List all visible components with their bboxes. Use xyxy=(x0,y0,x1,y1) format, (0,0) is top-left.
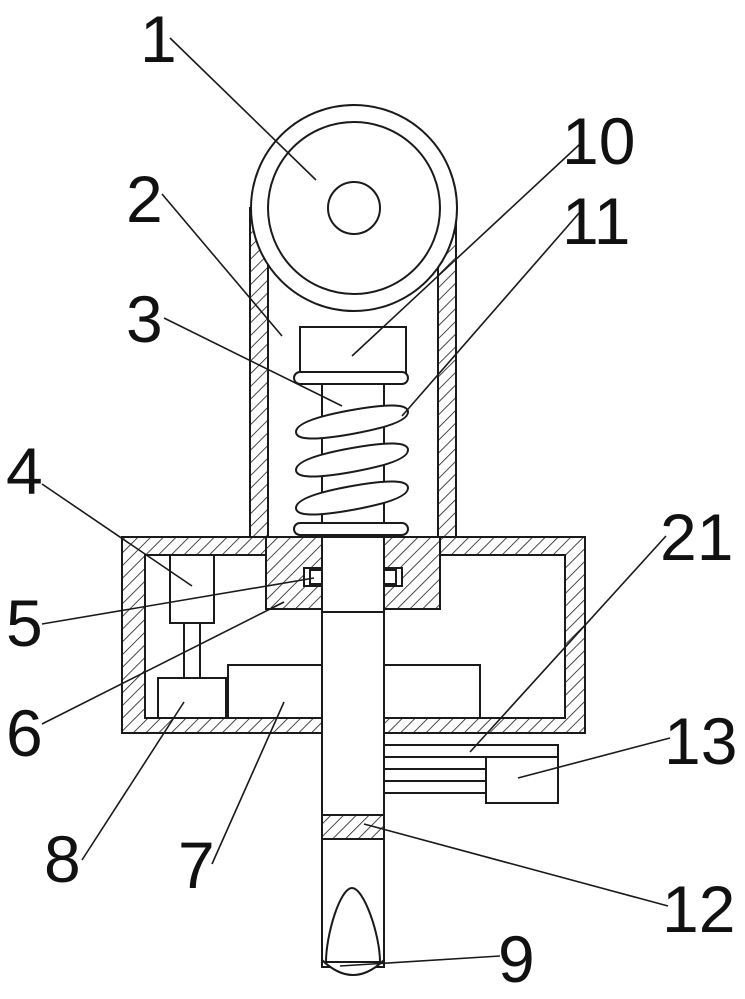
pin-right xyxy=(384,570,396,584)
plate-7-right xyxy=(384,665,480,718)
callout-4: 4 xyxy=(6,434,43,508)
callout-3: 3 xyxy=(126,282,163,356)
callout-11: 11 xyxy=(562,184,631,258)
roller-assembly xyxy=(251,105,457,311)
pin-left xyxy=(310,570,322,584)
callout-6: 6 xyxy=(6,696,43,770)
rod-through-block xyxy=(322,537,384,612)
roller-axle xyxy=(328,182,380,234)
bracket-21-low xyxy=(384,769,486,781)
callout-21: 21 xyxy=(660,500,733,574)
callout-5: 5 xyxy=(6,586,43,660)
base-block-8 xyxy=(158,678,226,718)
callout-12: 12 xyxy=(662,872,735,946)
callout-10: 10 xyxy=(562,104,635,178)
callout-9: 9 xyxy=(498,922,535,996)
callout-8: 8 xyxy=(44,822,81,896)
plate-7-left xyxy=(228,665,322,718)
callout-13: 13 xyxy=(664,704,737,778)
callout-1: 1 xyxy=(140,2,177,76)
bracket-21-mid xyxy=(384,757,486,769)
motor-4 xyxy=(170,555,214,623)
bracket-21-bottom xyxy=(384,781,486,793)
callout-7: 7 xyxy=(178,828,215,902)
callout-2: 2 xyxy=(126,162,163,236)
device-13 xyxy=(486,757,558,803)
